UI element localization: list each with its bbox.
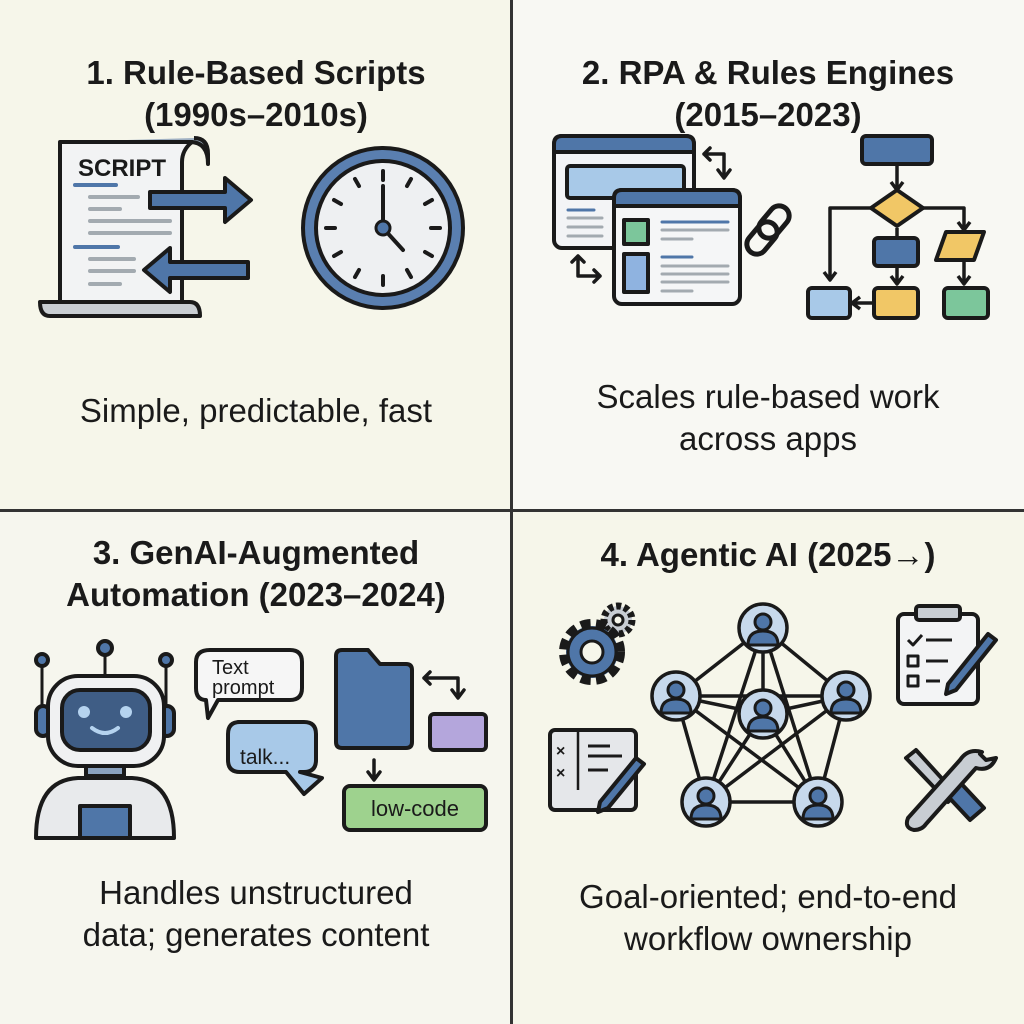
network-link xyxy=(704,627,765,803)
svg-text:prompt: prompt xyxy=(212,677,275,699)
arrow-right-icon xyxy=(148,176,253,224)
panel-caption: Scales rule-based work xyxy=(596,378,940,415)
svg-text:low-code: low-code xyxy=(371,796,459,821)
panel-rpa-rules-engines: 2. RPA & Rules Engines (2015–2023) xyxy=(512,0,1024,512)
network-link xyxy=(704,694,848,804)
agent-avatar-icon xyxy=(737,602,789,654)
panel-caption: Simple, predictable, fast xyxy=(79,392,433,429)
agentic-illustration: × × xyxy=(548,602,998,832)
svg-text:×: × xyxy=(556,765,565,782)
tools-wrench-screwdriver-icon xyxy=(904,748,998,832)
agent-avatar-icon xyxy=(680,776,732,828)
panel-caption-line2: across apps xyxy=(679,420,857,457)
svg-text:×: × xyxy=(556,743,565,760)
agent-avatar-icon xyxy=(650,670,702,722)
panel-rule-based-scripts: 1. Rule-Based Scripts (1990s–2010s) SCRI… xyxy=(0,0,512,512)
panel-title: 1. Rule-Based Scripts xyxy=(86,54,426,91)
script-illustration: SCRIPT xyxy=(38,136,465,318)
link-chain-icon xyxy=(744,203,792,257)
svg-text:SCRIPT: SCRIPT xyxy=(78,155,166,182)
agent-network xyxy=(650,602,872,828)
panel-title: 2. RPA & Rules Engines xyxy=(581,54,955,91)
swap-arrows-icon xyxy=(570,146,732,284)
gears-icon xyxy=(559,602,636,685)
swap-arrows-icon xyxy=(366,670,466,782)
agent-avatar-icon xyxy=(792,776,844,828)
flowchart-icon xyxy=(806,134,990,320)
network-link xyxy=(674,694,820,804)
low-code-block: low-code xyxy=(342,784,488,832)
script-document-icon: SCRIPT xyxy=(38,136,210,318)
svg-text:talk...: talk... xyxy=(240,746,290,769)
panel-title: 4. Agentic AI (2025→) xyxy=(600,536,936,573)
panel-title: 3. GenAI-Augmented xyxy=(92,534,420,571)
panel-genai-augmented-automation: 3. GenAI-Augmented Automation (2023–2024… xyxy=(0,512,512,1024)
text-prompt-bubble: Text prompt xyxy=(194,648,304,720)
purple-block-icon xyxy=(428,712,488,752)
arrow-left-icon xyxy=(142,246,250,294)
horizontal-divider xyxy=(0,509,1024,512)
rpa-illustration xyxy=(552,134,990,320)
panel-agentic-ai: 4. Agentic AI (2025→) × × xyxy=(512,512,1024,1024)
document-edit-icon: × × xyxy=(548,728,646,814)
panel-title-years: Automation (2023–2024) xyxy=(66,576,446,613)
clock-icon xyxy=(301,146,465,310)
talk-bubble: talk... xyxy=(226,720,324,796)
robot-icon xyxy=(34,639,176,840)
panel-title-years: (2015–2023) xyxy=(674,96,862,133)
network-link xyxy=(761,627,820,803)
panel-caption: Handles unstructured xyxy=(99,874,413,911)
app-windows-icon xyxy=(552,134,742,306)
agent-avatar-icon xyxy=(820,670,872,722)
vertical-divider xyxy=(510,0,513,1024)
panel-caption-line2: workflow ownership xyxy=(624,920,912,957)
svg-text:Text: Text xyxy=(212,657,249,679)
genai-illustration: Text prompt talk... low-code xyxy=(34,639,488,840)
folder-icon xyxy=(334,648,414,750)
agent-avatar-icon xyxy=(737,688,789,740)
panel-caption: Goal-oriented; end-to-end xyxy=(579,878,957,915)
panel-title-years: (1990s–2010s) xyxy=(144,96,368,133)
panel-caption-line2: data; generates content xyxy=(82,916,430,953)
checklist-clipboard-icon xyxy=(896,604,998,706)
